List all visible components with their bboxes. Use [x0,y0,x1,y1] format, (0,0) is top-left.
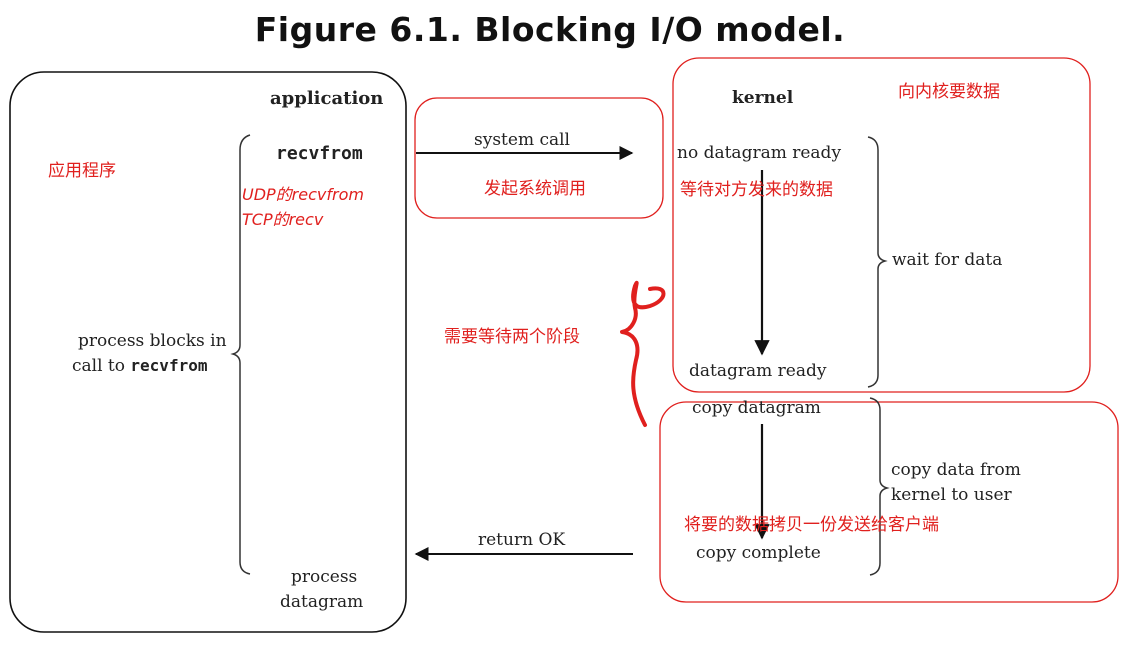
wait-for-data-label: wait for data [892,250,1003,270]
copy-brace [869,397,890,576]
process-label-line2: datagram [280,592,364,612]
system-call-label: system call [474,130,570,150]
blocks-text-prefix: call to [72,356,131,376]
wait-brace [867,136,888,388]
blocks-text-line2: call to recvfrom [72,356,207,376]
syscall-annotation-box [414,97,664,219]
copy-datagram: copy datagram [692,398,821,418]
application-brace [230,134,251,575]
copy-complete: copy complete [696,543,821,563]
annotation-udp-recvfrom: UDP的recvfrom [242,185,364,204]
blocks-text-code: recvfrom [130,356,208,375]
datagram-ready: datagram ready [689,361,827,381]
annotation-tcp-recv: TCP的recv [242,210,324,229]
application-box [9,71,407,633]
annotation-wait-peer-data: 等待对方发来的数据 [680,180,833,200]
recvfrom-call: recvfrom [276,143,363,164]
copy-annotation-box [659,401,1119,603]
process-label-line1: process [291,567,358,587]
annotation-copy-to-client: 将要的数据拷贝一份发送给客户端 [684,515,939,535]
annotation-initiate-syscall: 发起系统调用 [484,179,586,199]
figure-title: Figure 6.1. Blocking I/O model. [254,10,846,49]
annotation-request-kernel-data: 向内核要数据 [898,82,1000,102]
copy-data-label-line2: kernel to user [891,485,1012,505]
copy-data-label-line1: copy data from [891,460,1021,480]
application-header: application [270,88,384,109]
annotation-two-stages: 需要等待两个阶段 [444,327,580,347]
return-ok-label: return OK [478,530,566,550]
two-stages-brace [620,280,666,427]
annotation-app-program: 应用程序 [48,161,116,181]
kernel-wait-annotation-box [672,57,1091,393]
blocks-text-line1: process blocks in [78,331,227,351]
no-datagram-ready: no datagram ready [677,143,842,163]
kernel-header: kernel [732,88,794,108]
